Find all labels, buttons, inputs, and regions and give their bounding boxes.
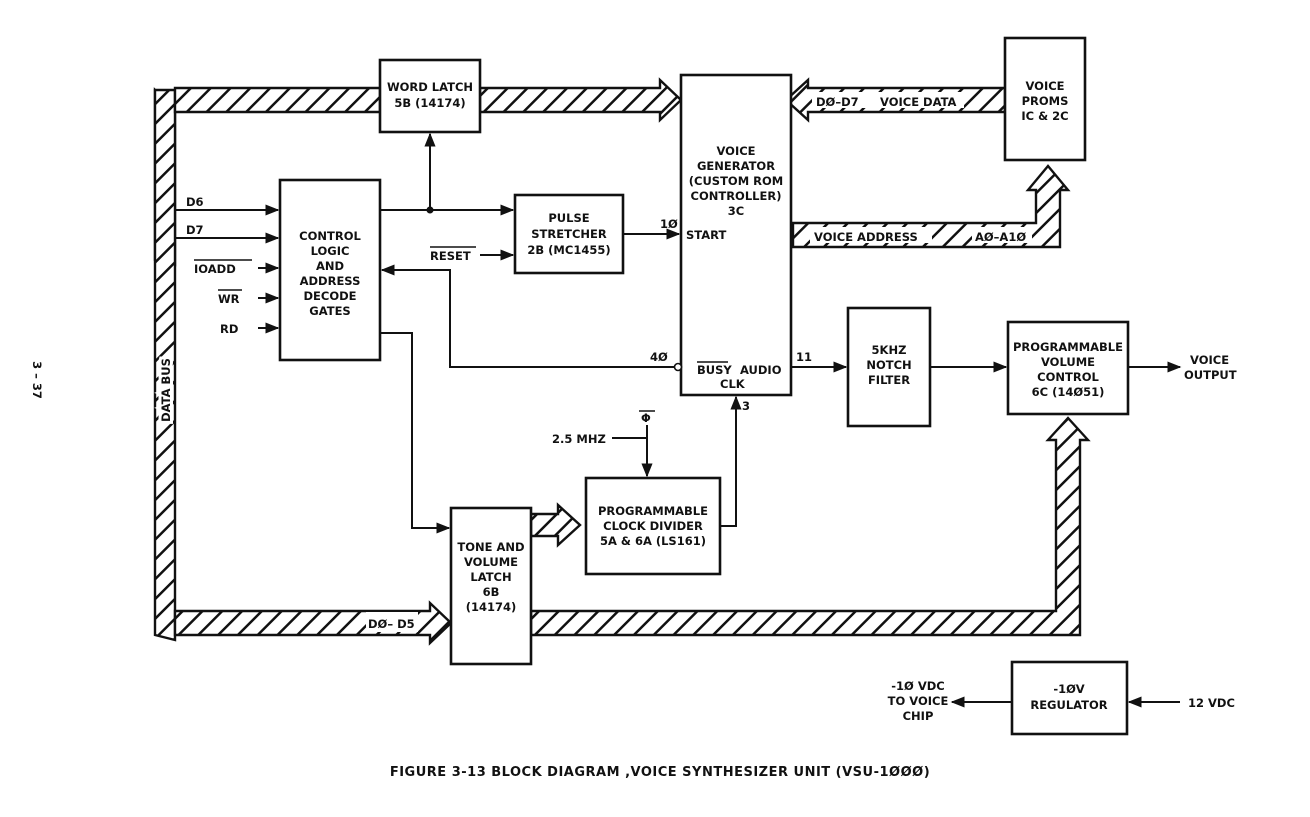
- svg-text:5B (14174): 5B (14174): [394, 96, 465, 110]
- clock-input-wire: [612, 437, 653, 478]
- control-logic-block: [278, 178, 382, 362]
- svg-text:LATCH: LATCH: [470, 570, 511, 584]
- svg-text:ADDRESS: ADDRESS: [300, 274, 361, 288]
- clk-wire: [720, 395, 742, 527]
- svg-text:VOLUME: VOLUME: [1041, 355, 1095, 369]
- svg-text:PROMS: PROMS: [1022, 94, 1069, 108]
- svg-text:CONTROL: CONTROL: [299, 229, 361, 243]
- svg-text:3C: 3C: [728, 204, 744, 218]
- svg-text:-1ØV: -1ØV: [1053, 682, 1084, 696]
- svg-text:VOLUME: VOLUME: [464, 555, 518, 569]
- audio-pin-number: 11: [796, 350, 812, 364]
- svg-text:FILTER: FILTER: [868, 373, 910, 387]
- voice-proms-block: [1003, 36, 1087, 162]
- svg-text:VOICE: VOICE: [1025, 79, 1064, 93]
- voice-address-label: VOICE ADDRESS: [814, 230, 918, 244]
- svg-text:(14174): (14174): [466, 600, 517, 614]
- address-lines-label: AØ–A1Ø: [975, 230, 1026, 244]
- svg-text:5A & 6A (LS161): 5A & 6A (LS161): [600, 534, 706, 548]
- voice-data-lines-label: DØ–D7: [816, 95, 859, 109]
- svg-text:6C (14Ø51): 6C (14Ø51): [1032, 385, 1105, 399]
- busy-pin-label: BUSY: [697, 363, 732, 377]
- supply-12v-label: 12 VDC: [1188, 696, 1235, 710]
- control-to-latch-wire: [380, 332, 451, 534]
- voice-generator-block: [679, 73, 793, 397]
- svg-text:IC & 2C: IC & 2C: [1021, 109, 1068, 123]
- latch-to-divider-bus: [529, 502, 582, 548]
- data-bus-label: DATA BUS: [159, 358, 173, 422]
- neg10-label-1: -1Ø VDC: [891, 679, 944, 693]
- clock-input-label: 2.5 MHZ: [552, 432, 606, 446]
- reset-label: RESET: [430, 249, 471, 263]
- clk-pin-number: 3: [742, 399, 750, 413]
- svg-text:GATES: GATES: [309, 304, 350, 318]
- svg-text:AND: AND: [316, 259, 344, 273]
- busy-wire: [380, 264, 675, 368]
- svg-text:CONTROLLER): CONTROLLER): [691, 189, 782, 203]
- d6-label: D6: [186, 195, 204, 209]
- neg10-label-2: TO VOICE: [888, 694, 949, 708]
- neg10-label-3: CHIP: [903, 709, 934, 723]
- voice-output-label-1: VOICE: [1190, 353, 1229, 367]
- svg-text:TONE AND: TONE AND: [457, 540, 524, 554]
- svg-text:PULSE: PULSE: [548, 211, 589, 225]
- control-inputs: [175, 204, 280, 334]
- svg-text:5KHZ: 5KHZ: [872, 343, 907, 357]
- tone-volume-latch-block: [449, 506, 533, 666]
- start-pin-label: START: [686, 228, 726, 242]
- busy-pin-number: 4Ø: [650, 350, 668, 364]
- control-logic-text: CONTROL LOGIC AND ADDRESS DECODE GATES: [299, 229, 361, 318]
- start-pin-number: 1Ø: [660, 217, 678, 231]
- clk-pin-label: CLK: [720, 377, 746, 391]
- svg-text:(CUSTOM ROM: (CUSTOM ROM: [689, 174, 783, 188]
- svg-text:PROGRAMMABLE: PROGRAMMABLE: [598, 504, 708, 518]
- audio-pin-label: AUDIO: [740, 363, 782, 377]
- svg-text:STRETCHER: STRETCHER: [531, 227, 607, 241]
- data-bus-top-branch: [173, 86, 382, 114]
- svg-text:CLOCK DIVIDER: CLOCK DIVIDER: [603, 519, 703, 533]
- regulator-block: [1010, 660, 1129, 736]
- page-number: 3 – 37: [30, 361, 44, 399]
- phi-label: Φ: [641, 411, 651, 425]
- notch-filter-block: [846, 306, 932, 428]
- svg-text:NOTCH: NOTCH: [866, 358, 911, 372]
- svg-text:2B (MC1455): 2B (MC1455): [527, 243, 610, 257]
- svg-text:WORD LATCH: WORD LATCH: [387, 80, 473, 94]
- word-latch-block: [378, 58, 482, 134]
- latch-data-bus-label: DØ– D5: [368, 617, 415, 631]
- volume-bus: [529, 416, 1091, 637]
- svg-text:PROGRAMMABLE: PROGRAMMABLE: [1013, 340, 1123, 354]
- voice-address-bus: [791, 164, 1071, 249]
- svg-text:LOGIC: LOGIC: [311, 244, 350, 258]
- rd-label: RD: [220, 322, 238, 336]
- svg-text:DECODE: DECODE: [303, 289, 356, 303]
- figure-caption: FIGURE 3-13 BLOCK DIAGRAM ,VOICE SYNTHES…: [390, 765, 930, 780]
- clock-divider-block: [584, 476, 722, 576]
- voice-data-label: VOICE DATA: [880, 95, 957, 109]
- svg-text:6B: 6B: [483, 585, 500, 599]
- d7-label: D7: [186, 223, 204, 237]
- wr-label: WR: [218, 292, 240, 306]
- data-bus: [153, 77, 683, 646]
- svg-text:CONTROL: CONTROL: [1037, 370, 1099, 384]
- voice-output-label-2: OUTPUT: [1184, 368, 1237, 382]
- svg-text:VOICE: VOICE: [716, 144, 755, 158]
- pulse-stretcher-block: [513, 193, 625, 275]
- ioadd-label: IOADD: [194, 262, 236, 276]
- volume-control-block: [1006, 320, 1130, 416]
- svg-text:REGULATOR: REGULATOR: [1030, 698, 1107, 712]
- svg-text:GENERATOR: GENERATOR: [697, 159, 775, 173]
